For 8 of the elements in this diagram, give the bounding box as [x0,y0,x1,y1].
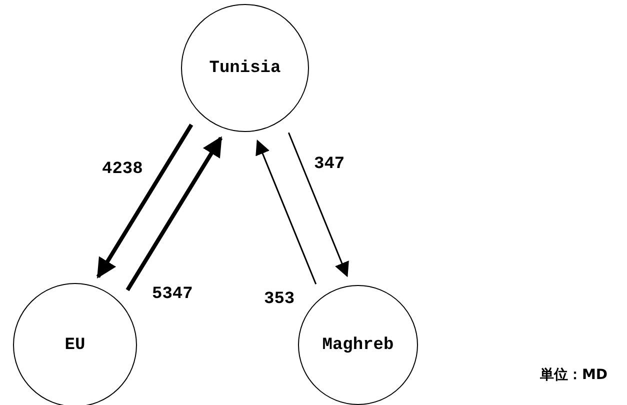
arrow [96,124,194,278]
node-label: Tunisia [209,58,281,78]
node-label: Maghreb [322,336,394,354]
arrow [288,132,349,278]
unit-note: 単位：MD [540,366,608,384]
arrow [256,140,317,284]
node-label: EU [64,336,86,354]
arrow [126,136,223,292]
